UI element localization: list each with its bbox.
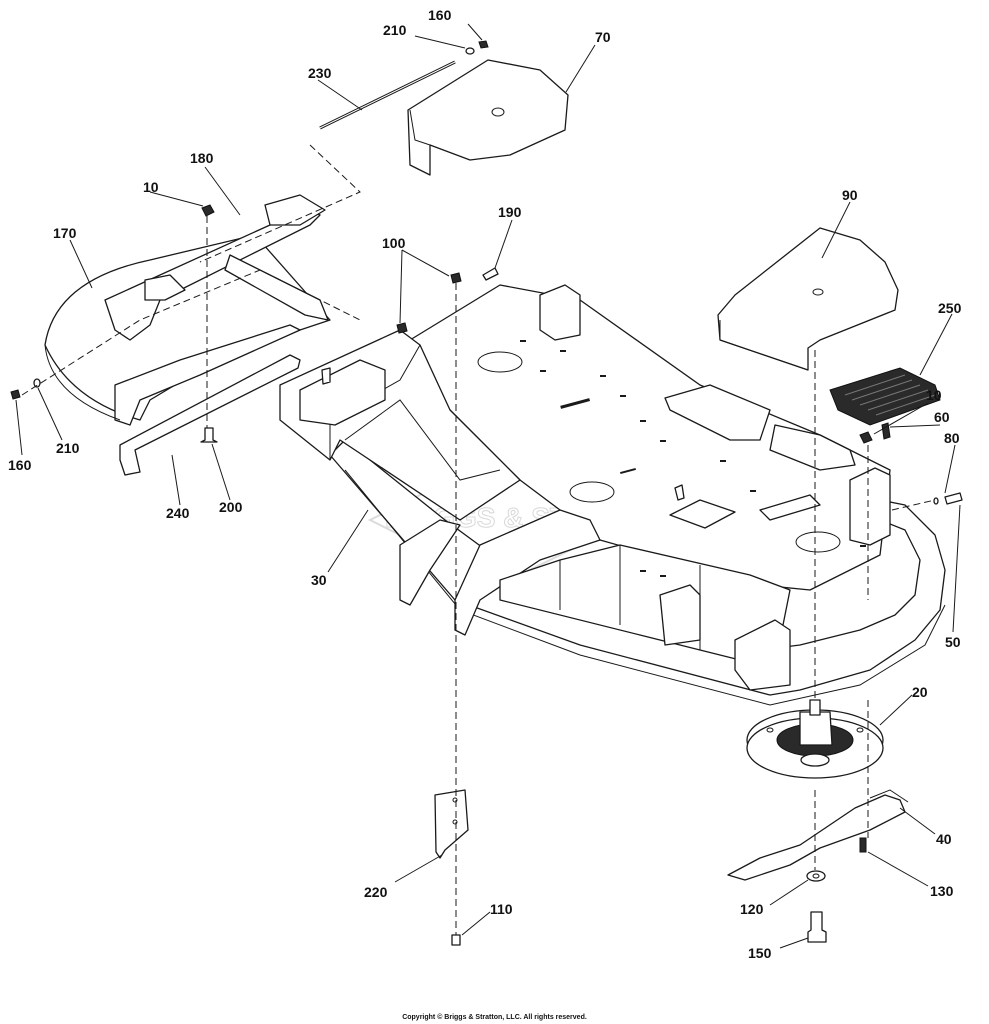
cover-90[interactable]	[717, 227, 899, 371]
bolt-200[interactable]	[200, 427, 218, 443]
callout-200: 200	[219, 499, 243, 515]
hardware	[10, 40, 963, 946]
nut-10-left[interactable]	[201, 204, 215, 217]
bolt-110[interactable]	[451, 934, 461, 946]
callout-220: 220	[364, 884, 388, 900]
callout-180: 180	[190, 150, 214, 166]
callout-150: 150	[748, 945, 772, 961]
callout-240: 240	[166, 505, 190, 521]
washer-210-top[interactable]	[465, 47, 475, 55]
callout-160-left: 160	[8, 457, 32, 473]
callout-70: 70	[595, 29, 611, 45]
nut-100[interactable]	[450, 272, 462, 284]
blade-40[interactable]	[727, 789, 909, 881]
callout-60: 60	[934, 409, 950, 425]
callout-110: 110	[490, 901, 513, 917]
washer-210-left[interactable]	[33, 378, 41, 388]
callout-190: 190	[498, 204, 522, 220]
bolt-150[interactable]	[807, 911, 827, 943]
callout-250: 250	[938, 300, 962, 316]
spindle-20[interactable]	[746, 699, 884, 779]
baffle-220[interactable]	[434, 789, 469, 859]
callout-10-right: 10	[926, 387, 942, 403]
callout-90: 90	[842, 187, 858, 203]
callout-40: 40	[936, 831, 952, 847]
callout-10-left: 10	[143, 179, 159, 195]
nut-160-left[interactable]	[10, 389, 21, 400]
clip-60[interactable]	[881, 422, 891, 440]
callout-170: 170	[53, 225, 77, 241]
callout-210-top: 210	[383, 22, 407, 38]
callout-230: 230	[308, 65, 332, 81]
callout-130: 130	[930, 883, 954, 899]
callout-20: 20	[912, 684, 928, 700]
nut-160-top[interactable]	[478, 40, 489, 49]
callout-100: 100	[382, 235, 406, 251]
rod-230[interactable]	[319, 60, 456, 130]
nut-10-right[interactable]	[859, 431, 873, 444]
callouts: 160 210 70 230 180 10 170 100 190 90 250…	[8, 7, 962, 961]
callout-160-top: 160	[428, 7, 452, 23]
copyright-notice: Copyright © Briggs & Stratton, LLC. All …	[402, 1014, 587, 1021]
assembly-lines	[21, 144, 936, 935]
leader-lines	[15, 23, 961, 949]
callout-30: 30	[311, 572, 327, 588]
callout-50: 50	[945, 634, 961, 650]
callout-210-left: 210	[56, 440, 80, 456]
strap-240[interactable]	[119, 354, 301, 476]
callout-120: 120	[740, 901, 764, 917]
bracket-180[interactable]	[104, 194, 329, 341]
bolt-80[interactable]	[944, 492, 963, 505]
deck-shell-30[interactable]	[279, 284, 946, 706]
foot-pad-250[interactable]	[829, 367, 941, 426]
callout-80: 80	[944, 430, 960, 446]
bolt-130[interactable]	[859, 837, 867, 853]
cover-70[interactable]	[407, 59, 569, 176]
bolt-190[interactable]	[482, 267, 499, 281]
nut-100b[interactable]	[396, 322, 408, 334]
